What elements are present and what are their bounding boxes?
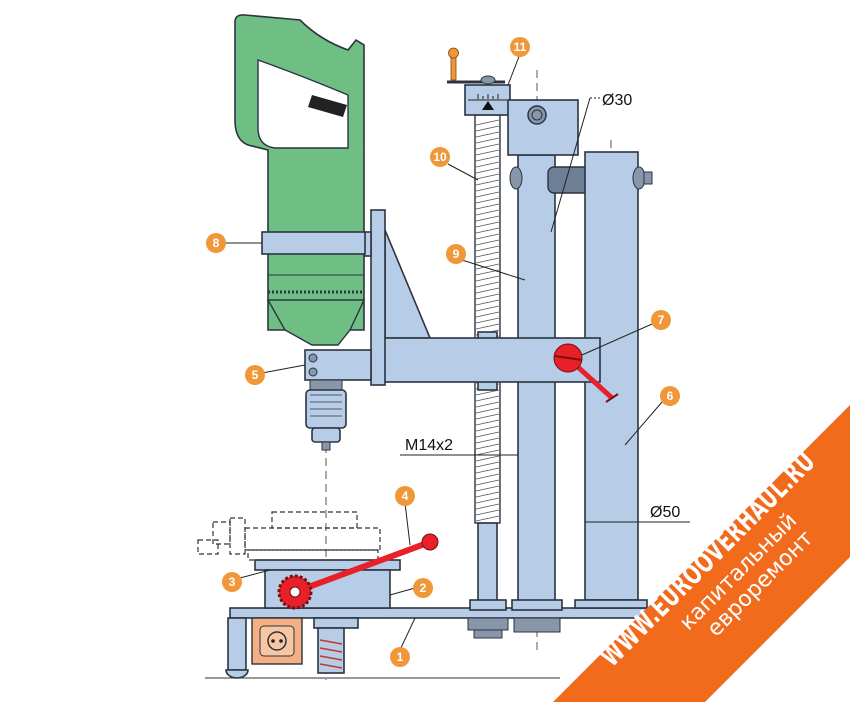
drill-bracket bbox=[304, 349, 372, 381]
svg-text:7: 7 bbox=[658, 313, 665, 327]
work-table bbox=[254, 559, 401, 609]
svg-text:11: 11 bbox=[514, 40, 527, 54]
svg-text:6: 6 bbox=[667, 389, 674, 403]
callout-2: 2 bbox=[413, 578, 433, 598]
callout-9: 9 bbox=[446, 244, 466, 264]
callout-6: 6 bbox=[660, 386, 680, 406]
base-plate bbox=[225, 607, 651, 679]
drill-chuck bbox=[305, 379, 347, 451]
callout-4: 4 bbox=[395, 486, 415, 506]
vise-outline bbox=[197, 511, 381, 561]
table-lever bbox=[277, 533, 439, 610]
drill-clamp-band bbox=[261, 231, 366, 255]
svg-text:5: 5 bbox=[252, 368, 259, 382]
lock-lever bbox=[553, 343, 619, 403]
callout-leaders bbox=[225, 53, 663, 651]
callout-3: 3 bbox=[222, 572, 242, 592]
callout-badges: 1 2 3 4 5 6 7 8 9 10 11 bbox=[206, 37, 680, 667]
svg-text:2: 2 bbox=[420, 581, 427, 595]
svg-text:1: 1 bbox=[397, 650, 404, 664]
electric-drill bbox=[234, 14, 366, 346]
svg-text:10: 10 bbox=[433, 150, 447, 164]
dim-d50: Ø50 bbox=[585, 504, 690, 523]
dim-column-small-label: Ø30 bbox=[602, 92, 632, 109]
dim-m14: M14x2 bbox=[400, 437, 518, 460]
callout-10: 10 bbox=[430, 147, 450, 167]
svg-text:8: 8 bbox=[213, 236, 220, 250]
callout-11: 11 bbox=[510, 37, 530, 57]
callout-1: 1 bbox=[390, 647, 410, 667]
svg-text:4: 4 bbox=[402, 489, 409, 503]
crank-handle-icon bbox=[450, 54, 457, 81]
screw-head-block bbox=[447, 47, 511, 116]
svg-text:3: 3 bbox=[229, 575, 236, 589]
callout-7: 7 bbox=[651, 310, 671, 330]
dim-d30: Ø30 bbox=[550, 92, 632, 233]
dim-screw-label: M14x2 bbox=[405, 437, 453, 454]
dim-column-large-label: Ø50 bbox=[650, 504, 680, 521]
svg-text:9: 9 bbox=[453, 247, 460, 261]
callout-5: 5 bbox=[245, 365, 265, 385]
callout-8: 8 bbox=[206, 233, 226, 253]
